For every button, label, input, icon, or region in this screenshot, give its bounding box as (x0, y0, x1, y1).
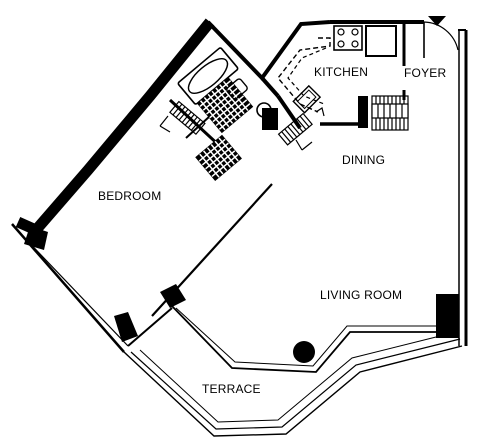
closet-bath (169, 100, 206, 136)
range-icon (333, 25, 363, 51)
kitchen-peninsula-wall (276, 94, 302, 130)
terrace-railing (123, 335, 463, 437)
bath-kitchen-north-wall (206, 20, 331, 82)
wall-columns (24, 96, 459, 342)
bedroom-glass-wall (127, 307, 173, 347)
living-terrace-glass (169, 303, 436, 373)
toilet-icon (256, 102, 272, 118)
column-kitchen (358, 96, 368, 128)
column-living-east (436, 294, 459, 338)
sink-icon (226, 78, 248, 100)
kitchen-fixtures (277, 25, 397, 117)
label-bedroom: BEDROOM (98, 189, 161, 203)
label-living-room: LIVING ROOM (320, 288, 402, 302)
closet-kitchen (277, 112, 313, 146)
column-bedroom-west (24, 226, 48, 250)
bath-tile-floor (196, 76, 254, 134)
label-foyer: FOYER (404, 66, 446, 80)
label-dining: DINING (342, 153, 385, 167)
label-terrace: TERRACE (202, 382, 261, 396)
column-bath (262, 108, 278, 130)
terrace-column (293, 341, 315, 363)
column-bedroom-south (114, 312, 138, 342)
closets (159, 95, 409, 151)
refrigerator-icon (365, 25, 397, 57)
bath-east-wall (260, 76, 280, 98)
entry-arrow-icon (428, 16, 446, 26)
entry-door (423, 16, 466, 58)
room-labels: KITCHEN FOYER DINING BEDROOM LIVING ROOM… (98, 65, 446, 396)
column-partition (160, 284, 186, 308)
closet-wall (185, 115, 211, 139)
bath-tile-lower (195, 134, 242, 181)
bedroom-southwest-wall-inner (19, 232, 129, 347)
kitchen-counter (277, 37, 331, 113)
label-kitchen: KITCHEN (314, 65, 368, 79)
kitchen-sink-icon (292, 84, 322, 114)
bathroom-fixtures (177, 47, 272, 181)
closet-foyer (371, 95, 409, 131)
exterior-walls (11, 18, 468, 353)
